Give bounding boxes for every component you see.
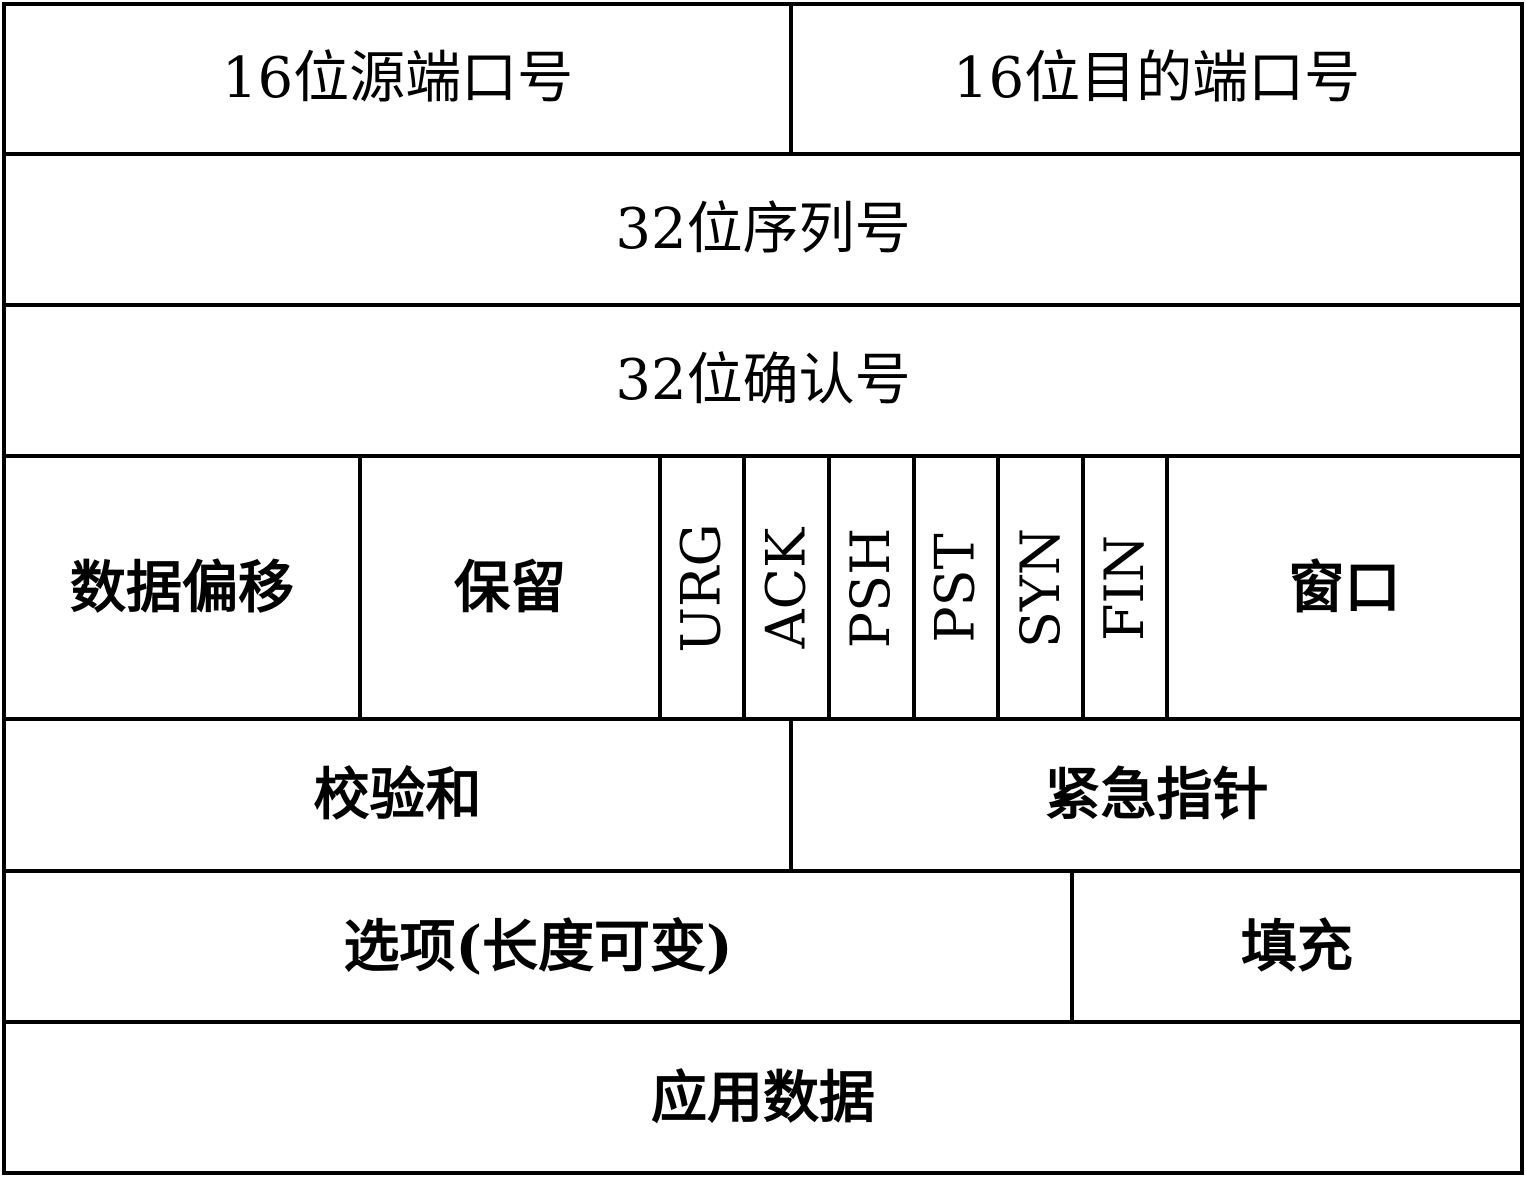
flag-fin-label: FIN bbox=[1093, 534, 1156, 641]
flag-ack-label: ACK bbox=[754, 527, 818, 648]
sequence-number-label: 32位序列号 bbox=[615, 196, 911, 262]
data-offset-field: 数据偏移 bbox=[4, 456, 360, 719]
row-divider bbox=[2, 1020, 1524, 1024]
column-divider bbox=[789, 4, 793, 154]
window-label: 窗口 bbox=[1288, 554, 1401, 621]
row-divider bbox=[2, 303, 1524, 307]
options-field: 选项(长度可变) bbox=[4, 871, 1072, 1022]
sequence-number-field: 32位序列号 bbox=[4, 154, 1522, 305]
padding-field: 填充 bbox=[1072, 871, 1522, 1022]
source-port-field: 16位源端口号 bbox=[4, 4, 791, 154]
row-divider bbox=[2, 454, 1524, 458]
column-divider bbox=[1070, 871, 1074, 1022]
row-divider bbox=[2, 869, 1524, 873]
checksum-field: 校验和 bbox=[4, 719, 791, 871]
column-divider bbox=[1081, 456, 1085, 719]
flag-urg-label: URG bbox=[670, 522, 733, 653]
padding-label: 填充 bbox=[1241, 913, 1353, 980]
flag-ack-field: ACK bbox=[744, 456, 829, 719]
border-bottom bbox=[2, 1171, 1524, 1175]
flag-fin-field: FIN bbox=[1083, 456, 1167, 719]
row-divider bbox=[2, 152, 1524, 156]
column-divider bbox=[658, 456, 662, 719]
flag-syn-field: SYN bbox=[998, 456, 1083, 719]
checksum-label: 校验和 bbox=[313, 762, 482, 828]
flag-psh-label: PSH bbox=[839, 527, 903, 648]
data-offset-label: 数据偏移 bbox=[70, 554, 294, 621]
column-divider bbox=[996, 456, 1000, 719]
border-left bbox=[2, 2, 6, 1175]
column-divider bbox=[789, 719, 793, 871]
flag-psh-field: PSH bbox=[829, 456, 914, 719]
ack-number-field: 32位确认号 bbox=[4, 305, 1522, 456]
column-divider bbox=[1165, 456, 1169, 719]
reserved-label: 保留 bbox=[454, 554, 566, 621]
flag-pst-label: PST bbox=[924, 532, 988, 643]
column-divider bbox=[827, 456, 831, 719]
options-label: 选项(长度可变) bbox=[343, 913, 733, 980]
column-divider bbox=[742, 456, 746, 719]
urgent-pointer-label: 紧急指针 bbox=[1044, 762, 1269, 828]
column-divider bbox=[358, 456, 362, 719]
source-port-label: 16位源端口号 bbox=[221, 46, 574, 111]
flag-pst-field: PST bbox=[914, 456, 998, 719]
flag-urg-field: URG bbox=[660, 456, 744, 719]
ack-number-label: 32位确认号 bbox=[615, 347, 911, 413]
reserved-field: 保留 bbox=[360, 456, 660, 719]
border-top bbox=[2, 2, 1524, 6]
urgent-pointer-field: 紧急指针 bbox=[791, 719, 1522, 871]
column-divider bbox=[912, 456, 916, 719]
application-data-field: 应用数据 bbox=[4, 1022, 1522, 1173]
window-field: 窗口 bbox=[1167, 456, 1522, 719]
border-right bbox=[1520, 2, 1524, 1175]
destination-port-field: 16位目的端口号 bbox=[791, 4, 1522, 154]
flag-syn-label: SYN bbox=[1008, 527, 1072, 648]
destination-port-label: 16位目的端口号 bbox=[952, 46, 1361, 111]
row-divider bbox=[2, 717, 1524, 721]
application-data-label: 应用数据 bbox=[651, 1064, 875, 1131]
